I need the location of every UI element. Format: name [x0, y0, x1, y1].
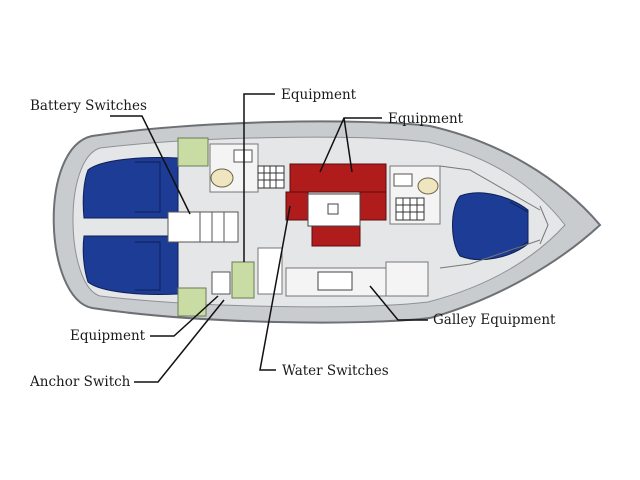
- label-anchor-switch: Anchor Switch: [29, 374, 131, 390]
- nav-small-box: [211, 271, 231, 295]
- label-galley-equipment: Galley Equipment: [433, 312, 556, 328]
- leader-galley-equipment: [369, 285, 428, 321]
- forward-hull-lines: [439, 165, 549, 269]
- label-equipment-bottom-left: Equipment: [70, 328, 146, 344]
- salon-settee-side-right: [359, 191, 387, 221]
- aft-toilet: [210, 168, 234, 188]
- label-battery-switches: Battery Switches: [30, 98, 147, 114]
- v-berth: [452, 192, 529, 261]
- forward-sink: [393, 173, 413, 187]
- companionway-steps: [167, 211, 239, 243]
- aft-equipment-block-top: [177, 137, 209, 167]
- leader-anchor-switch: [134, 299, 225, 383]
- aft-berth-starboard: [82, 235, 179, 295]
- leader-equipment-bottom-left: [150, 295, 219, 337]
- leader-battery-switches: [110, 115, 191, 215]
- companionway-step-lines: [199, 212, 225, 242]
- aft-sink: [233, 149, 253, 163]
- leader-water-switches: [259, 205, 291, 371]
- label-water-switches: Water Switches: [282, 363, 389, 379]
- salon-settee-bottom: [311, 225, 361, 247]
- galley-stove: [317, 271, 353, 291]
- aft-grid-lines: [258, 166, 284, 188]
- leader-lines: [110, 93, 428, 383]
- salon-table-center: [327, 203, 339, 215]
- aft-grid-panel: [257, 165, 285, 189]
- salon-settee-top: [289, 163, 387, 193]
- leader-equipment-right: [319, 117, 382, 173]
- aft-equipment-block-bottom: [177, 287, 207, 317]
- label-equipment-top: Equipment: [281, 87, 357, 103]
- galley-fridge: [385, 261, 429, 297]
- aft-berth-detail: [135, 161, 161, 291]
- leader-equipment-top: [243, 93, 275, 262]
- aft-berth-port: [82, 157, 179, 219]
- forward-grid-lines: [396, 198, 424, 220]
- nav-equipment-block: [231, 261, 255, 299]
- label-equipment-right: Equipment: [388, 111, 464, 127]
- forward-toilet: [417, 177, 439, 195]
